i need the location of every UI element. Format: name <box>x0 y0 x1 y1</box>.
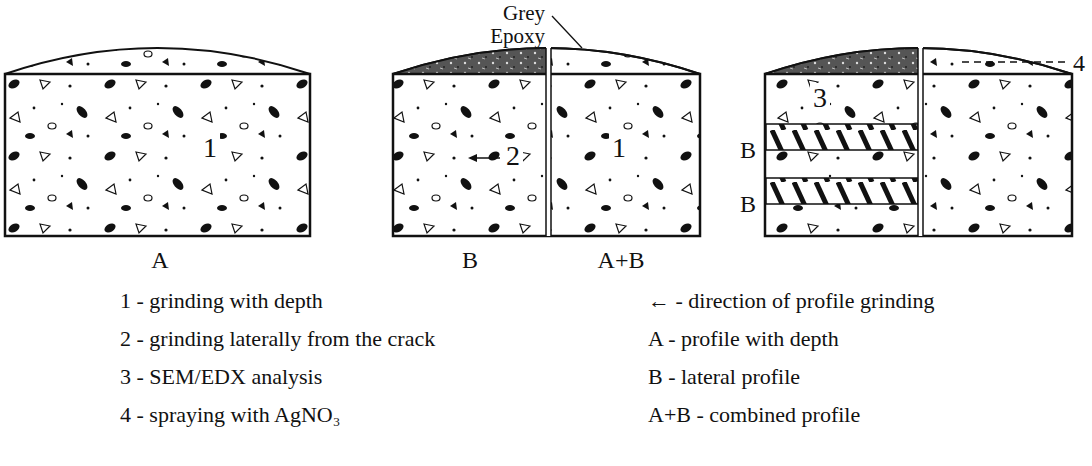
legend-item: 1 - grinding with depth <box>120 289 323 313</box>
callout-number: 1 <box>609 133 629 163</box>
legend-item: ← - direction of profile grinding <box>648 289 935 313</box>
legend-item: A - profile with depth <box>648 327 839 351</box>
legend-item: B - lateral profile <box>648 365 800 389</box>
legend-item: 3 - SEM/EDX analysis <box>120 365 322 389</box>
callout-number: 1 <box>200 133 220 163</box>
band-label: B <box>740 137 756 163</box>
callout-number: 3 <box>810 83 830 113</box>
band-label: B <box>740 191 756 217</box>
specimen-label: B <box>459 247 481 273</box>
legend-item: A+B - combined profile <box>648 403 860 427</box>
core-half: 2B <box>393 74 546 236</box>
core-half: 1A+B <box>551 74 700 236</box>
callout-number: 4 <box>1073 50 1085 76</box>
specimen-label: A+B <box>595 247 648 273</box>
specimen-label: A <box>148 247 171 273</box>
core-specimen: 1A <box>5 74 310 236</box>
core-half: 3 <box>765 74 918 236</box>
callout-number: 2 <box>503 141 523 171</box>
material-label: Grey Epoxy <box>465 2 545 48</box>
legend-item: 2 - grinding laterally from the crack <box>120 327 435 351</box>
legend-item: 4 - spraying with AgNO₃ <box>120 403 340 427</box>
